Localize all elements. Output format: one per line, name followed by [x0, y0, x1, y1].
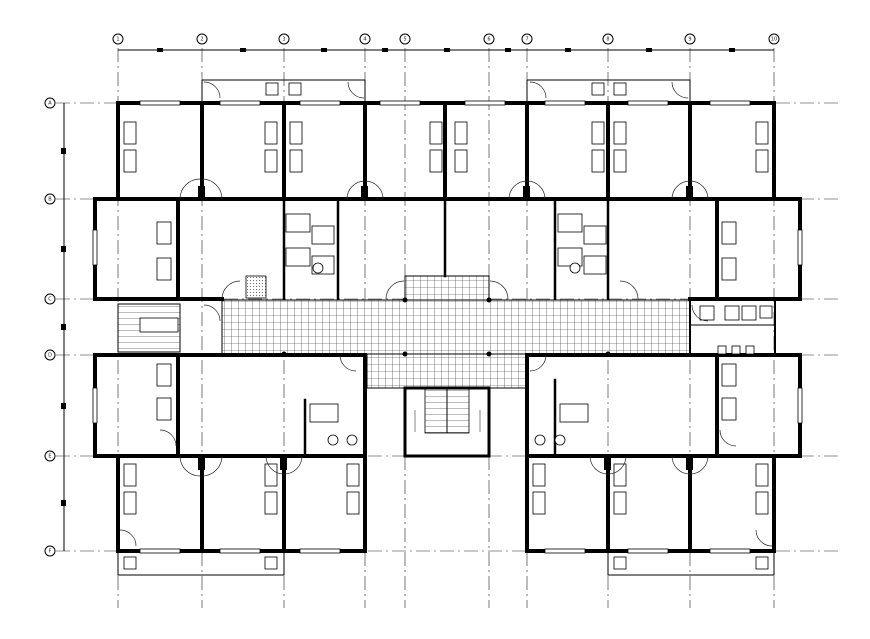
windows [92, 100, 803, 554]
grid-label-col-7: 7 [525, 37, 528, 43]
structural-columns [198, 186, 693, 470]
bathroom-fixtures [245, 213, 773, 446]
column-grid-bubbles: 1 2 3 4 5 6 7 8 9 10 [112, 33, 780, 45]
grid-label-row-e: E [48, 454, 51, 460]
left-stair [117, 303, 181, 353]
grid-label-col-6: 6 [487, 37, 490, 43]
corridor-tiled-floor [221, 275, 691, 389]
grid-label-col-5: 5 [403, 37, 406, 43]
grid-label-row-c: C [48, 297, 52, 303]
built-in-furniture [123, 82, 769, 570]
central-stairwell [403, 386, 491, 458]
grid-label-row-b: B [48, 197, 52, 203]
row-grid-bubbles: A B C D E F [44, 97, 56, 557]
dimension-line-top [118, 48, 774, 52]
grid-label-col-1: 1 [116, 37, 119, 43]
grid-label-row-a: A [48, 101, 52, 107]
grid-label-col-9: 9 [688, 37, 691, 43]
grid-label-col-4: 4 [363, 37, 366, 43]
grid-label-col-10: 10 [771, 37, 777, 43]
grid-label-col-8: 8 [606, 37, 609, 43]
grid-label-col-2: 2 [200, 37, 203, 43]
grid-label-row-f: F [49, 549, 52, 555]
dimension-line-left [61, 103, 66, 551]
door-swings [119, 81, 773, 547]
grid-label-col-3: 3 [282, 37, 285, 43]
grid-label-row-d: D [48, 353, 52, 359]
